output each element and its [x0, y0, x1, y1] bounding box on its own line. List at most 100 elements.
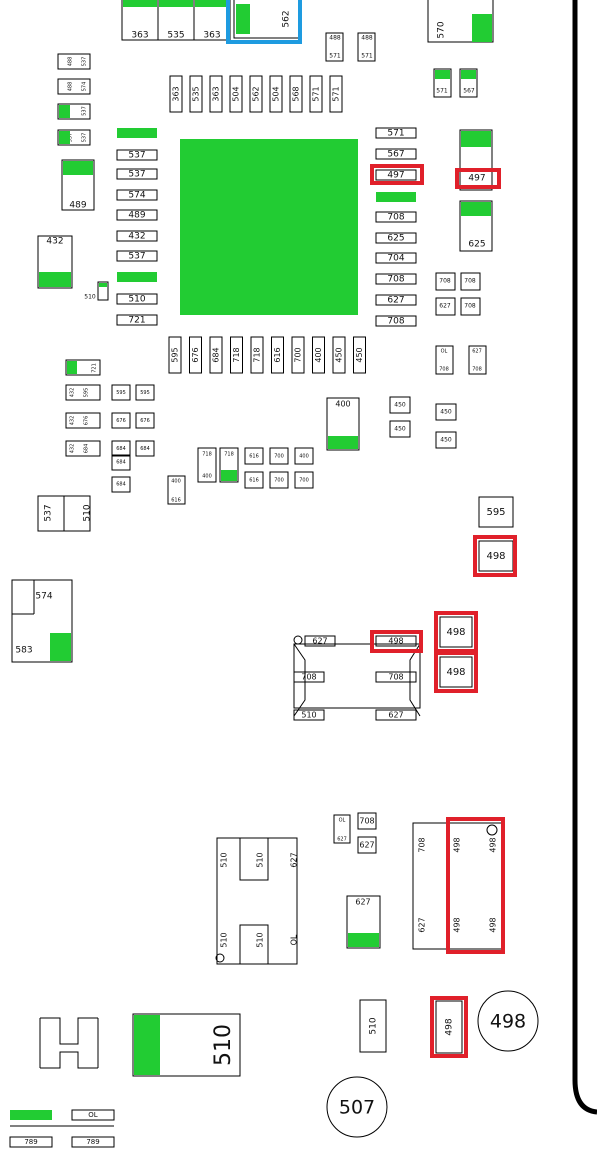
- component-label: 498: [490, 1011, 526, 1033]
- component-label: 700: [274, 454, 284, 460]
- component-outline: [460, 272, 481, 291]
- component-outline: [197, 447, 217, 483]
- component-label: 432: [70, 388, 76, 398]
- component-label: 510: [220, 932, 229, 947]
- component-label: 450: [355, 347, 364, 362]
- component-label: 488: [329, 35, 341, 42]
- component-label: 562: [252, 86, 261, 101]
- component-outline: [111, 384, 131, 401]
- component-outline: [333, 814, 351, 844]
- component-outline: [389, 420, 411, 438]
- component-label: 562: [282, 10, 292, 27]
- component-label: 570: [437, 21, 447, 38]
- component-label: 571: [332, 86, 341, 101]
- component-outline: [111, 440, 131, 457]
- component-outline: [71, 1136, 115, 1148]
- component-outline: [57, 129, 91, 146]
- chip-top-pin: [309, 75, 323, 113]
- component-label: 537: [128, 151, 145, 161]
- big-510-pad: [134, 1015, 160, 1075]
- component-outline: [65, 384, 101, 401]
- component-label: 684: [116, 482, 126, 488]
- component-outline: [460, 297, 481, 316]
- comp-583-pad: [50, 633, 71, 661]
- comp-432: [37, 235, 73, 289]
- component-label: 718: [202, 452, 212, 458]
- component-label: OL: [290, 934, 299, 945]
- mid-chip-body: [293, 643, 421, 709]
- component-outline: [111, 454, 131, 471]
- pad-top-fill: [159, 0, 193, 7]
- chip-top-pin: [269, 75, 283, 113]
- component-outline: [293, 709, 325, 721]
- component-label: 708: [359, 817, 374, 826]
- comp-567: [459, 68, 478, 98]
- chip-bottom-pin: [271, 336, 284, 374]
- component-label: 498: [388, 637, 403, 646]
- big-510: [132, 1013, 241, 1077]
- pad-top-fill: [195, 0, 229, 7]
- component-outline: [375, 148, 417, 160]
- component-label: OL: [339, 818, 346, 824]
- component-label: 700: [294, 347, 303, 362]
- component-label: 676: [191, 347, 200, 362]
- chip-top-pin: [209, 75, 223, 113]
- component-outline: [435, 403, 457, 421]
- component-label: 574: [82, 82, 88, 92]
- component-outline: [389, 396, 411, 414]
- component-label: 567: [387, 150, 404, 160]
- component-label: 616: [171, 498, 181, 504]
- component-outline: [135, 412, 155, 429]
- circle-507: [326, 1076, 388, 1138]
- component-outline: [167, 475, 186, 505]
- component-outline: [116, 168, 158, 180]
- component-outline: [116, 230, 158, 242]
- chip-bottom-pin: [230, 336, 243, 374]
- component-label: 400: [335, 400, 350, 409]
- component-outline: [116, 314, 158, 326]
- pad-fill: [59, 131, 70, 144]
- component-outline: [435, 431, 457, 449]
- component-outline: [375, 315, 417, 327]
- chip-bottom-pin: [168, 336, 182, 374]
- component-label: 498: [489, 837, 498, 852]
- component-label: 450: [440, 409, 452, 416]
- comp-625-pad: [461, 202, 491, 216]
- comp-562-pad: [236, 4, 250, 34]
- comp-721: [65, 359, 101, 376]
- component-outline: [375, 127, 417, 139]
- component-outline: [375, 169, 417, 181]
- component-label: 450: [394, 402, 406, 409]
- component-label: 400: [202, 474, 212, 480]
- component-label: 684: [140, 446, 150, 452]
- component-outline: [304, 635, 336, 647]
- component-label: 616: [249, 478, 259, 484]
- component-label: 627: [418, 917, 427, 932]
- component-outline: [135, 440, 155, 457]
- big-block-left: [216, 837, 298, 965]
- comp-567-pad: [461, 70, 476, 79]
- component-outline: [375, 635, 417, 647]
- component-label: 537: [82, 106, 88, 116]
- component-label: 567: [463, 88, 475, 95]
- pin1-marker-3: [486, 824, 498, 836]
- comp-510-bottom: [359, 999, 387, 1053]
- component-label: 400: [171, 479, 181, 485]
- component-label: 510: [84, 294, 96, 301]
- component-label: 498: [486, 551, 505, 562]
- component-label: 450: [335, 347, 344, 362]
- red-highlight-497: [370, 164, 424, 185]
- component-label: 627: [337, 837, 347, 843]
- comp-498-side-b: [439, 656, 473, 688]
- component-outline: [9, 1136, 53, 1148]
- red-highlight-497-b: [455, 168, 501, 189]
- component-label: 489: [128, 211, 145, 221]
- bottom-pad: [10, 1110, 52, 1120]
- component-outline: [65, 440, 101, 457]
- component-outline: [111, 412, 131, 429]
- component-label: 510: [301, 711, 316, 720]
- comp-570: [427, 0, 494, 43]
- component-outline: [65, 412, 101, 429]
- comp-498-bottom: [435, 1000, 463, 1054]
